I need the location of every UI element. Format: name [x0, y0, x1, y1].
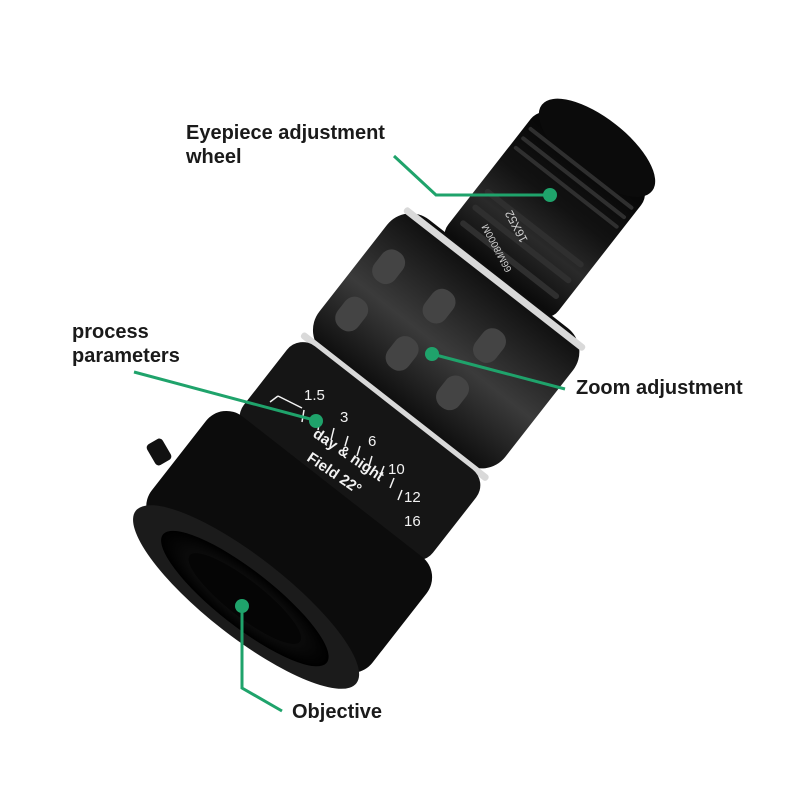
scale-ticks	[269, 395, 403, 501]
eyepiece-end	[538, 98, 656, 197]
callout-eyepiece-line-1: Eyepiece adjustment	[186, 122, 385, 144]
side-knob	[146, 438, 172, 466]
monocular: 16X52 66M/8000M 1.5 3 6 10 12 16 day & n…	[133, 98, 656, 689]
callout-objective-text: Objective	[292, 701, 383, 723]
scale-3: 3	[340, 409, 348, 426]
scale-10: 10	[388, 461, 405, 478]
dot-zoom	[425, 347, 439, 361]
callout-process-line-1: process	[72, 321, 149, 343]
dot-process	[309, 414, 323, 428]
callout-zoom-text: Zoom adjustment	[576, 377, 743, 399]
silver-ring-bottom	[300, 332, 489, 481]
dot-objective	[235, 599, 249, 613]
scale-1-5: 1.5	[304, 387, 325, 404]
callout-eyepiece-line-2: wheel	[186, 146, 242, 168]
leader-lines	[133, 154, 566, 713]
callout-eyepiece-adjustment-wheel: Eyepiece adjustment wheel	[186, 121, 446, 169]
leader-dots	[235, 188, 557, 613]
callout-objective: Objective	[292, 700, 432, 724]
objective-housing	[146, 410, 433, 673]
leader-objective	[240, 606, 283, 713]
leader-zoom	[431, 352, 566, 391]
silver-ring-top	[403, 207, 586, 351]
callout-process-line-2: parameters	[72, 345, 180, 367]
callout-zoom-adjustment: Zoom adjustment	[576, 376, 796, 400]
zoom-scale: 1.5 3 6 10 12 16	[304, 387, 421, 530]
scale-6: 6	[368, 433, 376, 450]
leader-process	[133, 370, 315, 422]
scale-16: 16	[404, 513, 421, 530]
callout-process-parameters: process parameters	[72, 320, 272, 368]
scale-12: 12	[404, 489, 421, 506]
scale-band	[239, 342, 481, 561]
objective-lens-inner	[188, 553, 302, 644]
zoom-grip-bumps	[335, 249, 506, 411]
dot-eyepiece	[543, 188, 557, 202]
leader-eyepiece	[392, 154, 550, 197]
eyepiece-ribs	[460, 126, 634, 300]
